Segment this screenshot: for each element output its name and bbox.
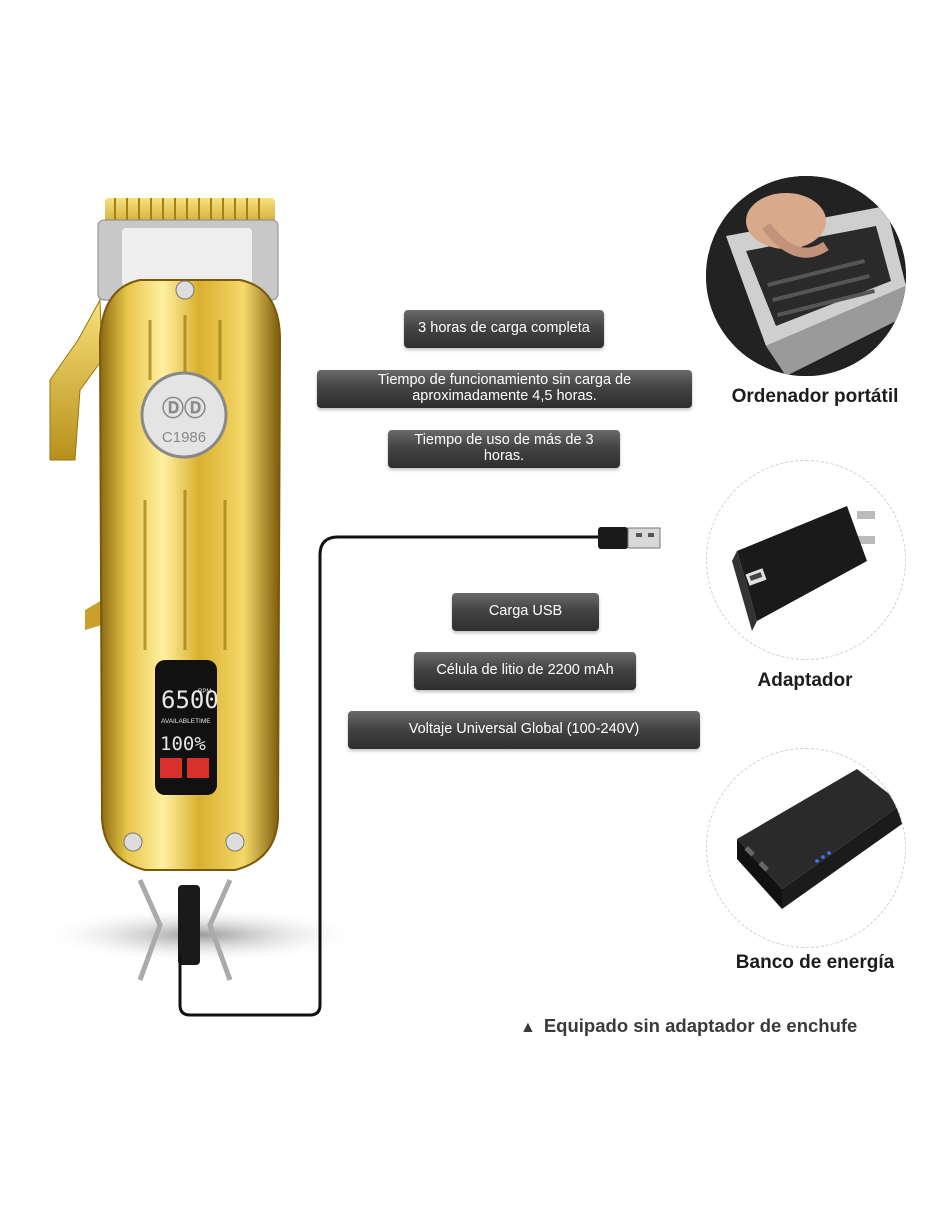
lcd-label: AVAILABLETIME	[161, 718, 211, 725]
power-bank-icon	[737, 769, 902, 909]
brand-badge	[140, 371, 228, 459]
laptop-icon	[706, 176, 906, 376]
warning-note-text: Equipado sin adaptador de enchufe	[543, 1015, 858, 1036]
feature-lithium-cell: Célula de litio de 2200 mAh	[414, 652, 636, 690]
usb-cable-image	[178, 527, 661, 1017]
lcd-battery: 100%	[160, 733, 206, 755]
power-bank-image	[706, 748, 906, 948]
lcd-speed-unit: RPM	[198, 689, 211, 695]
source-label-laptop: Ordenador portátil	[731, 386, 899, 407]
wall-adapter-icon	[732, 506, 875, 631]
brand-logo: ⒹⒹ	[162, 396, 206, 422]
feature-full-charge: 3 horas de carga completa	[404, 310, 604, 348]
feature-usage-time: Tiempo de uso de más de 3 horas.	[388, 430, 620, 468]
source-label-power-bank: Banco de energía	[735, 952, 895, 973]
adapter-image	[706, 460, 906, 660]
warning-note: ▲ Equipado sin adaptador de enchufe	[520, 1015, 857, 1037]
hair-clipper-image: ⒹⒹ C1986 6500 RPM AVAILABLETIME 100%	[35, 198, 350, 981]
feature-usb-charge: Carga USB	[452, 593, 599, 631]
laptop-image	[706, 176, 906, 376]
warning-triangle-icon: ▲	[520, 1019, 536, 1036]
lcd-speed: 6500	[161, 686, 219, 714]
feature-universal-voltage: Voltaje Universal Global (100-240V)	[348, 711, 700, 749]
feature-runtime: Tiempo de funcionamiento sin carga de ap…	[317, 370, 692, 408]
model-label: C1986	[162, 429, 206, 446]
source-label-adapter: Adaptador	[757, 670, 853, 691]
